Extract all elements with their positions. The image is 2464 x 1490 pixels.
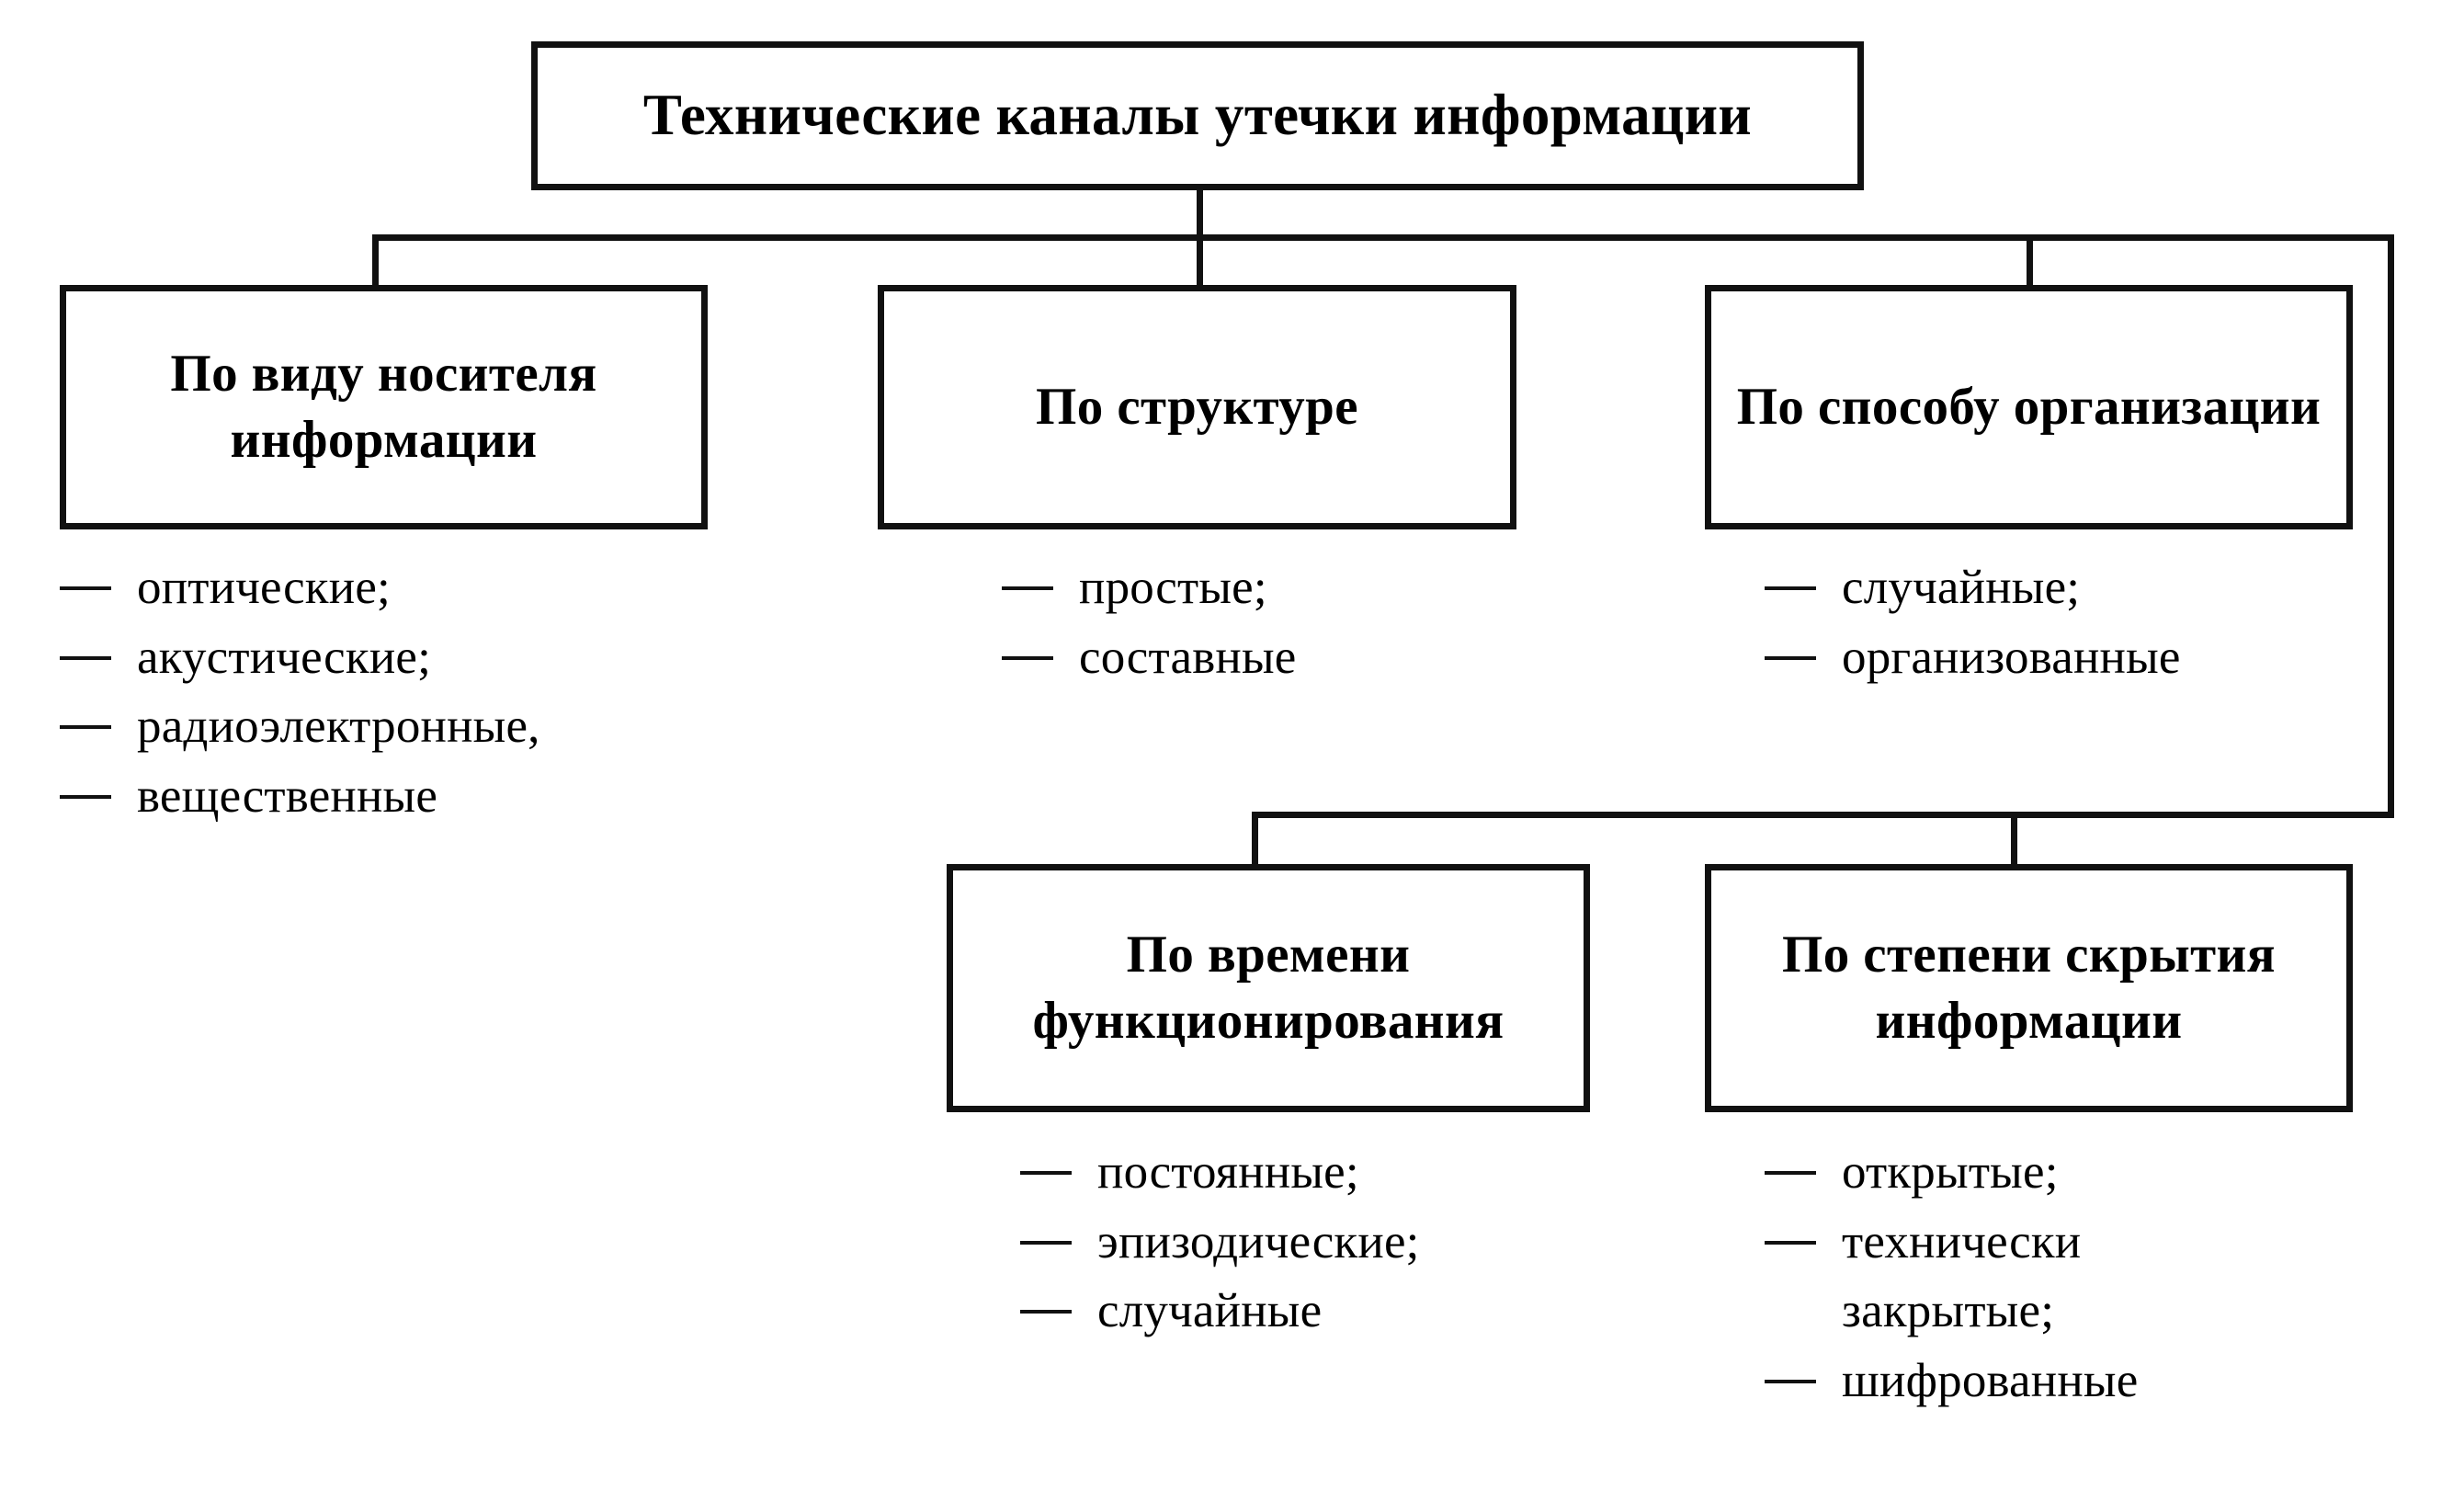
list-item: технически <box>1765 1214 2138 1268</box>
dash-bullet-icon <box>1765 1241 1816 1245</box>
list-item-label: акустические; <box>137 630 432 684</box>
connector-drop-structure <box>1197 234 1203 288</box>
node-by-operation-time: По времени функционирования <box>947 864 1590 1112</box>
list-item: открытые; <box>1765 1145 2138 1199</box>
node-by-structure: По структуре <box>878 285 1516 529</box>
list-item-continuation: закрытые; <box>1765 1286 2138 1337</box>
connector-right-riser <box>2388 234 2394 818</box>
list-item: случайные <box>1020 1286 1420 1337</box>
dash-bullet-icon <box>60 795 111 799</box>
dash-bullet-icon <box>1002 656 1053 660</box>
list-item: оптические; <box>60 561 540 614</box>
node-by-concealment-degree: По степени скрытия информации <box>1705 864 2353 1112</box>
node-label-carrier: По виду носителя информации <box>170 345 597 469</box>
list-item: акустические; <box>60 630 540 684</box>
list-item-label: случайные; <box>1842 561 2081 614</box>
node-label-structure: По структуре <box>1036 378 1358 437</box>
connector-drop-secrecy <box>2011 812 2017 867</box>
connector-drop-organize <box>2027 234 2033 288</box>
list-item: постоянные; <box>1020 1145 1420 1199</box>
list-item-label: оптические; <box>137 561 391 614</box>
list-item: вещественные <box>60 768 540 823</box>
list-item: простые; <box>1002 561 1297 614</box>
dash-bullet-icon <box>1020 1171 1072 1175</box>
node-by-carrier-type: По виду носителя информации <box>60 285 708 529</box>
list-item-label: вещественные <box>137 768 438 823</box>
connector-drop-time <box>1252 812 1258 867</box>
list-item: составные <box>1002 630 1297 684</box>
list-item-label: эпизодические; <box>1097 1214 1420 1268</box>
node-label-organize: По способу организации <box>1736 378 2322 437</box>
list-item-label: радиоэлектронные, <box>137 700 540 754</box>
list-item-label: технически <box>1842 1214 2082 1268</box>
dash-bullet-spacer <box>1765 1310 1816 1314</box>
list-item: радиоэлектронные, <box>60 701 540 753</box>
node-technical-leak-channels: Технические каналы утечки информации <box>531 41 1864 190</box>
dash-bullet-icon <box>60 656 111 660</box>
list-item-label: составные <box>1079 630 1297 684</box>
list-item-label: простые; <box>1079 561 1267 614</box>
list-organize-items: случайные; организованные <box>1765 561 2181 701</box>
node-label-root: Технические каналы утечки информации <box>642 83 1753 148</box>
connector-top-bus <box>372 234 2394 241</box>
dash-bullet-icon <box>1765 1380 1816 1383</box>
list-item-label: случайные <box>1097 1284 1323 1338</box>
dash-bullet-icon <box>60 725 111 729</box>
list-item: эпизодические; <box>1020 1214 1420 1268</box>
connector-root-stem <box>1197 190 1203 241</box>
node-label-secrecy: По степени скрытия информации <box>1782 926 2276 1050</box>
dash-bullet-icon <box>1020 1241 1072 1245</box>
list-item: шифрованные <box>1765 1353 2139 1407</box>
dash-bullet-icon <box>1765 1171 1816 1175</box>
connector-second-bus <box>1252 812 2394 818</box>
list-item: организованные <box>1765 630 2181 684</box>
list-structure-items: простые; составные <box>1002 561 1297 701</box>
dash-bullet-icon <box>60 586 111 590</box>
list-carrier-items: оптические; акустические; радиоэлектронн… <box>60 561 540 841</box>
list-item-label: шифрованные <box>1842 1353 2139 1407</box>
node-by-organization-method: По способу организации <box>1705 285 2353 529</box>
node-label-time: По времени функционирования <box>1032 926 1505 1050</box>
list-item-label: закрытые; <box>1842 1284 2055 1338</box>
list-item-label: организованные <box>1842 630 2181 684</box>
dash-bullet-icon <box>1765 586 1816 590</box>
list-secrecy-items: открытые; технически закрытые; шифрованн… <box>1765 1145 2139 1426</box>
list-item-label: открытые; <box>1842 1145 2059 1199</box>
list-item-label: постоянные; <box>1097 1145 1359 1199</box>
dash-bullet-icon <box>1765 656 1816 660</box>
connector-drop-carrier <box>372 234 379 288</box>
list-item: случайные; <box>1765 561 2181 614</box>
list-time-items: постоянные; эпизодические; случайные <box>1020 1145 1420 1356</box>
dash-bullet-icon <box>1020 1310 1072 1314</box>
dash-bullet-icon <box>1002 586 1053 590</box>
